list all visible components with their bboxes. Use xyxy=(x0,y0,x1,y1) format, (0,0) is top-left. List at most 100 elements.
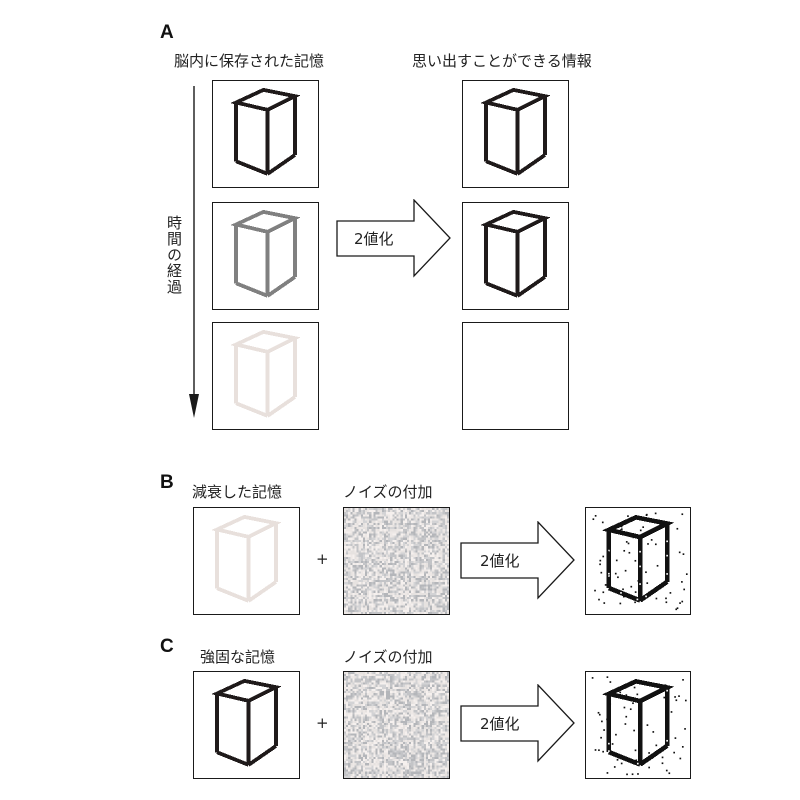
noise-dot xyxy=(623,696,626,698)
noise-dot xyxy=(640,709,642,711)
noise-dot xyxy=(594,514,597,517)
cube-top-face xyxy=(480,87,551,112)
cube-top-face xyxy=(211,514,282,539)
noise-dot xyxy=(627,542,630,545)
noise-dot xyxy=(633,686,636,689)
cube-edge xyxy=(266,275,296,298)
noise-dot xyxy=(679,602,681,604)
noise-dot xyxy=(634,591,637,593)
noise-dot xyxy=(645,513,648,516)
noise-dot xyxy=(676,527,679,530)
cube-icon xyxy=(211,678,282,767)
binarize-arrow xyxy=(460,521,575,600)
cube-edge xyxy=(638,579,669,603)
noise-frame xyxy=(343,507,450,615)
stored-memory-frame-1 xyxy=(212,80,319,188)
cube-icon xyxy=(230,87,301,176)
noise-dot xyxy=(604,584,607,586)
recalled-info-frame-3-empty xyxy=(462,322,569,430)
plus-operator: + xyxy=(316,714,329,732)
noise-frame xyxy=(343,671,450,779)
noise-dot xyxy=(665,769,668,772)
noise-dot xyxy=(674,737,677,739)
noise-dot xyxy=(638,716,641,718)
time-axis-label: 時間の経過 xyxy=(165,215,183,295)
noise-pattern xyxy=(344,672,449,778)
noise-dot xyxy=(656,564,659,567)
noise-dot xyxy=(606,574,609,577)
noise-dot xyxy=(684,699,687,702)
noise-dot xyxy=(625,694,628,696)
noise-dot xyxy=(624,723,627,725)
noise-dot xyxy=(655,744,658,747)
cube-icon xyxy=(211,514,282,603)
noise-dot xyxy=(655,597,658,600)
noise-dot xyxy=(591,677,594,679)
noise-dot xyxy=(633,729,635,732)
strong-memory-frame xyxy=(193,671,300,779)
noise-dot xyxy=(665,716,668,719)
cube-edge xyxy=(247,580,277,603)
noise-dot xyxy=(646,683,648,686)
noise-dot xyxy=(599,559,602,562)
noise-dot xyxy=(606,676,609,678)
noise-dot xyxy=(644,597,646,600)
decayed-memory-caption: 減衰した記憶 xyxy=(192,483,283,501)
noise-dot xyxy=(625,541,628,543)
cube-edge xyxy=(216,750,250,767)
noise-dot xyxy=(683,588,686,591)
noise-dot xyxy=(619,602,622,605)
binarize-label: 2値化 xyxy=(354,230,394,248)
noise-dot xyxy=(594,749,597,751)
noise-dot xyxy=(619,691,622,694)
cube-edge xyxy=(608,585,641,603)
noise-dot xyxy=(670,711,673,713)
noise-dot xyxy=(678,695,680,697)
noise-dot xyxy=(598,713,601,716)
noise-dot xyxy=(625,715,628,718)
cube-edge xyxy=(266,395,296,418)
cube-edge xyxy=(216,586,250,603)
noise-dot xyxy=(615,559,618,562)
noise-dot xyxy=(599,563,601,566)
noise-dot xyxy=(592,518,595,521)
binarize-label: 2値化 xyxy=(480,715,520,733)
noise-dot xyxy=(634,749,637,752)
noise-dot xyxy=(638,750,641,752)
noise-dot xyxy=(601,521,604,524)
noise-dot xyxy=(598,749,600,752)
noise-dot xyxy=(627,515,629,517)
noise-dot xyxy=(661,756,664,759)
noise-dot xyxy=(597,711,600,714)
noise-dot xyxy=(681,746,684,748)
binarized-result-frame xyxy=(585,671,691,779)
noise-dot xyxy=(598,598,600,601)
noise-dot xyxy=(622,588,624,591)
noise-dot xyxy=(681,581,683,583)
noise-dot xyxy=(613,766,616,768)
noise-dot xyxy=(638,723,641,725)
cube-top-face xyxy=(601,678,675,704)
noise-dot xyxy=(619,529,622,531)
noise-dot xyxy=(646,724,649,726)
stored-memory-frame-3 xyxy=(212,322,319,430)
noisy-cube-result xyxy=(591,676,687,776)
noise-dot xyxy=(621,521,624,523)
noise-dot xyxy=(636,693,639,696)
noise-dot xyxy=(666,542,669,545)
noise-dot xyxy=(615,733,617,736)
noise-dot xyxy=(637,773,639,775)
noise-dot xyxy=(659,584,661,587)
cube-edge xyxy=(235,401,269,418)
noise-dot xyxy=(647,543,649,545)
noise-dot xyxy=(614,572,617,575)
noise-dot xyxy=(620,762,623,765)
noise-dot xyxy=(631,773,634,776)
noise-dot xyxy=(645,571,647,574)
noise-dot xyxy=(606,772,609,774)
noise-dot xyxy=(607,550,609,553)
stored-memory-frame-2 xyxy=(212,202,319,310)
cube-edge xyxy=(235,281,269,298)
noise-caption: ノイズの付加 xyxy=(343,483,433,501)
noise-dot xyxy=(648,752,650,754)
